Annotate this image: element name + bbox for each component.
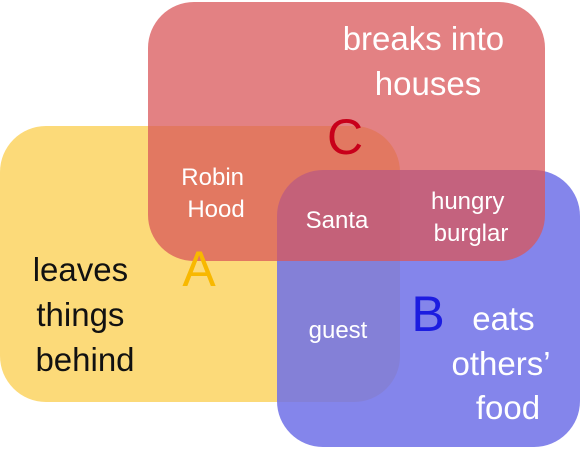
set-b-letter: B xyxy=(411,286,444,342)
region-a-and-c-line: Robin xyxy=(181,164,244,191)
region-b-and-c-line: hungry xyxy=(431,188,504,215)
region-a-b-c-line: Santa xyxy=(306,207,369,234)
set-c-description-line: breaks into xyxy=(343,20,504,57)
set-c-letter: C xyxy=(327,109,363,165)
region-a-and-b-line: guest xyxy=(309,317,368,344)
set-c-description-line: houses xyxy=(375,65,481,102)
set-b-description-line: others’ xyxy=(452,345,550,382)
region-b-and-c-label: hungry burglar xyxy=(431,188,511,247)
set-a-description-line: behind xyxy=(35,341,134,378)
set-a-letter: A xyxy=(182,241,216,297)
set-a-description-line: things xyxy=(36,296,124,333)
set-a-description-line: leaves xyxy=(33,251,128,288)
set-b-description-line: eats xyxy=(472,300,534,337)
region-a-and-c-line: Hood xyxy=(187,196,244,223)
set-c-region xyxy=(148,2,545,261)
set-a-description: leaves things behind xyxy=(33,251,138,378)
region-a-and-c-label: Robin Hood xyxy=(181,164,250,223)
region-a-and-b-label: guest xyxy=(309,317,368,344)
set-b-description: eats others’ food xyxy=(452,300,559,426)
region-b-and-c-line: burglar xyxy=(434,220,509,247)
set-b-description-line: food xyxy=(476,389,540,426)
region-a-b-c-label: Santa xyxy=(306,207,369,234)
set-c-description: breaks into houses xyxy=(343,20,514,102)
